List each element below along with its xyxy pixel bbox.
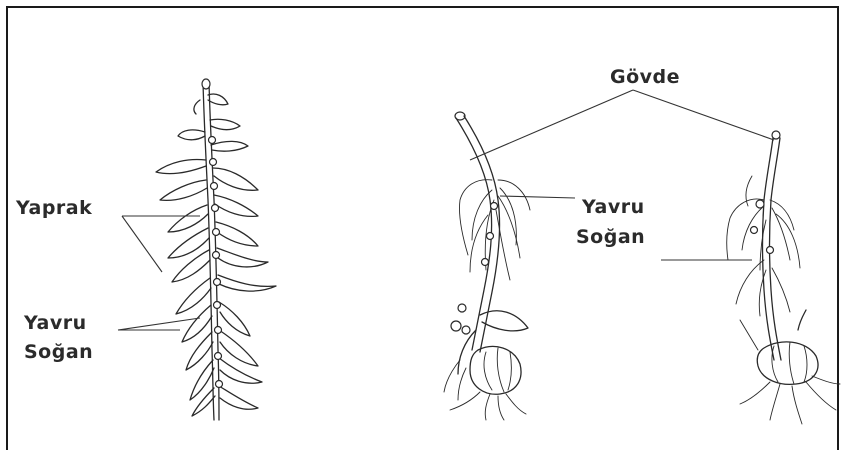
label-yavru-left-line1: Yavru	[24, 312, 87, 334]
pointer-yavru-left-upper	[118, 318, 200, 330]
left-plant-drawing	[156, 79, 276, 420]
pointer-govde-left	[470, 90, 633, 160]
label-yavru-left-line2: Soğan	[24, 341, 93, 363]
middle-plant-drawing	[444, 112, 530, 420]
pointer-yaprak-lower	[122, 216, 162, 272]
label-govde: Gövde	[610, 66, 680, 88]
right-plant-drawing	[727, 131, 840, 424]
label-yavru-right-line1: Yavru	[582, 196, 645, 218]
label-yavru-right-line2: Soğan	[576, 226, 645, 248]
pointer-yavru-right-upper	[500, 196, 575, 198]
pointer-govde-right	[633, 90, 774, 140]
label-yaprak: Yaprak	[16, 197, 92, 219]
